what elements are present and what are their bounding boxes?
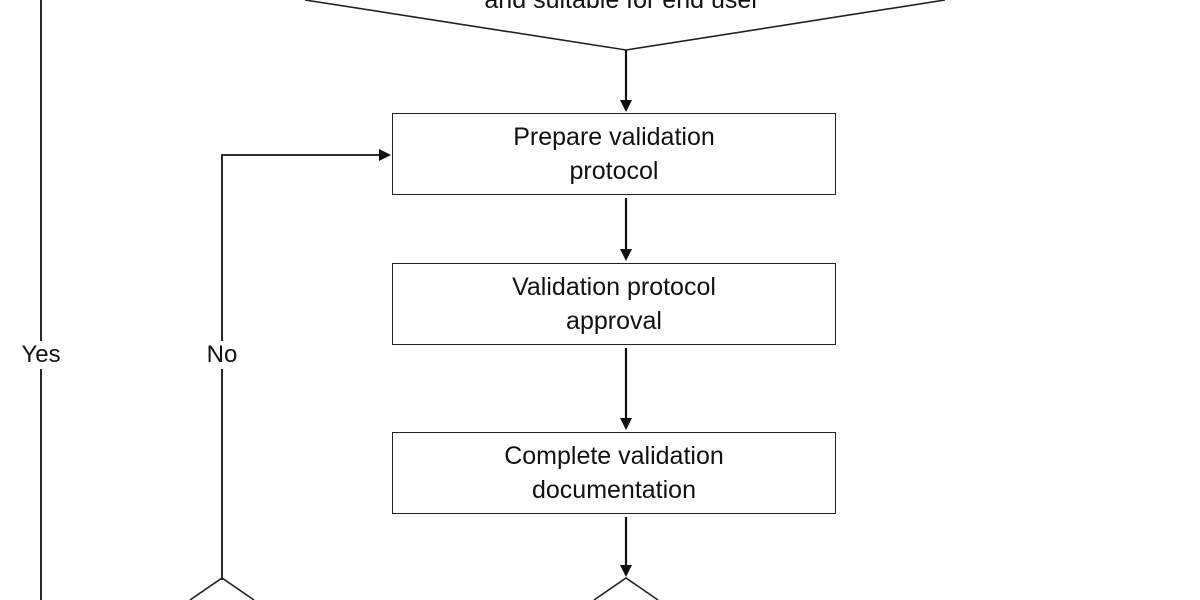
- complete-validation-documentation-box: Complete validation documentation: [392, 432, 836, 514]
- bottom-center-decision-diamond: [593, 577, 659, 600]
- step-label-line1: Prepare validation: [513, 123, 715, 151]
- prepare-validation-protocol-box: Prepare validation protocol: [392, 113, 836, 195]
- validation-protocol-approval-box: Validation protocol approval: [392, 263, 836, 345]
- step-label-line2: protocol: [569, 157, 659, 185]
- step-label-line2: documentation: [531, 476, 696, 504]
- top-decision-text: and suitable for end user: [484, 0, 760, 14]
- no-label: No: [202, 341, 242, 369]
- no-loop-connector: [221, 149, 391, 580]
- bottom-left-decision-diamond: [189, 577, 255, 600]
- step-label-line1: Validation protocol: [512, 273, 716, 301]
- step-label-line2: approval: [566, 307, 662, 335]
- yes-label: Yes: [17, 341, 65, 369]
- step-label-line1: Complete validation: [504, 442, 724, 470]
